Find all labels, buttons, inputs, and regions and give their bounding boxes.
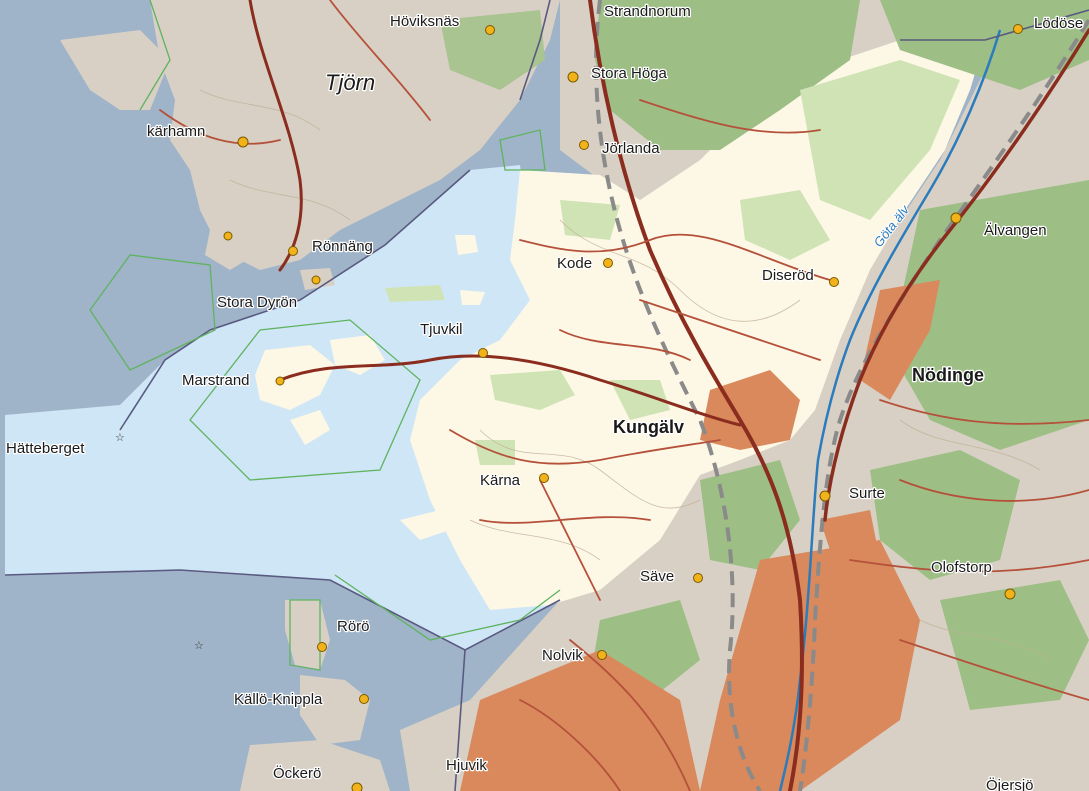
- forest-northeast: [880, 0, 1089, 90]
- forest-light-4: [610, 380, 670, 420]
- town-marker-diserod[interactable]: [829, 277, 839, 287]
- island-small-4: [400, 510, 450, 540]
- island-dyron: [385, 285, 445, 302]
- label-alvangen[interactable]: Älvangen: [983, 221, 1048, 241]
- land-roro: [285, 600, 330, 670]
- town-marker-stora-hoga[interactable]: [567, 71, 579, 83]
- label-ojersjo[interactable]: Öjersjö: [985, 775, 1035, 791]
- label-strandnorum[interactable]: Strandnorum: [603, 2, 692, 22]
- urban-nodinge: [860, 280, 940, 400]
- label-tjuvkil[interactable]: Tjuvkil: [419, 320, 464, 340]
- label-kode[interactable]: Kode: [556, 254, 594, 274]
- forest-light-3: [490, 370, 575, 410]
- town-marker-skarhamn[interactable]: [237, 136, 249, 148]
- town-marker-alvangen[interactable]: [950, 212, 962, 224]
- forest-light-1: [800, 60, 960, 220]
- town-marker-karna[interactable]: [539, 473, 549, 483]
- town-marker-marstrand[interactable]: [275, 376, 285, 386]
- label-skarhamn[interactable]: kärhamn: [146, 122, 207, 142]
- urban-gothenburg: [460, 650, 700, 791]
- label-kungalv[interactable]: Kungälv: [612, 416, 686, 439]
- label-jorlanda[interactable]: Jörlanda: [601, 139, 662, 159]
- label-kallo-knippla[interactable]: Källö-Knippla: [233, 690, 325, 710]
- land-tjorn-islet: [205, 225, 255, 270]
- town-marker-olofstorp[interactable]: [1004, 588, 1016, 600]
- forest-tjorn: [440, 10, 545, 90]
- town-marker-kode[interactable]: [603, 258, 613, 268]
- label-olofstorp[interactable]: Olofstorp: [930, 558, 993, 578]
- main-roads: [248, 0, 1089, 791]
- regional-roads: [159, 0, 1089, 791]
- label-hatteberget[interactable]: Hätteberget: [5, 439, 87, 459]
- town-markers: [223, 24, 1023, 791]
- label-marstrand[interactable]: Marstrand: [181, 371, 251, 391]
- label-save[interactable]: Säve: [639, 567, 676, 587]
- urban-areas: [460, 280, 940, 791]
- star-icon: ☆: [194, 639, 204, 652]
- label-nolvik[interactable]: Nolvik: [541, 646, 585, 666]
- town-marker-tjuvkil[interactable]: [478, 348, 488, 358]
- town-marker-ockero[interactable]: [351, 782, 363, 791]
- label-surte[interactable]: Surte: [848, 484, 886, 504]
- urban-kungalv: [700, 370, 800, 450]
- town-marker-roro[interactable]: [317, 642, 327, 652]
- label-hjuvik[interactable]: Hjuvik: [445, 756, 489, 776]
- town-marker-save[interactable]: [693, 573, 703, 583]
- label-tjorn[interactable]: Tjörn: [324, 69, 377, 97]
- island-marstrand: [255, 345, 335, 410]
- land-tjorn-west: [60, 30, 170, 110]
- railway-east: [798, 18, 1089, 791]
- town-marker-kallo-knippla[interactable]: [359, 694, 369, 704]
- town-marker-stora-dyron[interactable]: [311, 275, 321, 285]
- urban-south: [700, 540, 920, 791]
- star-icon: ☆: [115, 431, 125, 444]
- contour-lines: [199, 89, 1051, 661]
- forest-east-1: [890, 180, 1089, 450]
- land-ockero: [240, 740, 390, 791]
- town-marker-tjorn-islet[interactable]: [223, 231, 233, 241]
- label-lodose[interactable]: Lödöse: [1033, 14, 1085, 34]
- town-marker-ronnang[interactable]: [288, 246, 298, 256]
- label-ockero[interactable]: Öckerö: [272, 763, 323, 784]
- forest-south-2: [940, 580, 1089, 710]
- forest-light-2: [740, 190, 830, 260]
- protected-boundaries: [89, 0, 561, 671]
- town-marker-surte[interactable]: [819, 490, 831, 502]
- label-nodinge[interactable]: Nödinge: [911, 364, 986, 387]
- label-karna[interactable]: Kärna: [479, 471, 522, 491]
- forest-areas: [440, 0, 1089, 710]
- town-marker-lodose[interactable]: [1013, 24, 1023, 34]
- railway-west: [594, 0, 762, 791]
- island-small-2: [455, 235, 478, 255]
- label-diserod[interactable]: Diseröd: [761, 266, 815, 286]
- forest-light-5: [560, 200, 620, 240]
- forest-north: [595, 0, 860, 150]
- label-stora-hoga[interactable]: Stora Höga: [590, 64, 669, 84]
- island-small-1: [290, 410, 330, 445]
- label-ronnang[interactable]: Rönnäng: [311, 237, 374, 257]
- town-marker-jorlanda[interactable]: [579, 140, 589, 150]
- label-hoviksnas[interactable]: Höviksnäs: [389, 12, 461, 32]
- town-marker-nolvik[interactable]: [597, 650, 607, 660]
- town-marker-hoviksnas[interactable]: [485, 25, 495, 35]
- place-labels: Höviksnäs Strandnorum Stora Höga Lödöse …: [5, 2, 1085, 791]
- label-stora-dyron[interactable]: Stora Dyrön: [216, 293, 299, 313]
- island-small-3: [460, 290, 485, 305]
- land-kallo-knippla: [300, 675, 370, 745]
- label-roro[interactable]: Rörö: [336, 617, 371, 637]
- admin-boundaries: [4, 0, 1089, 791]
